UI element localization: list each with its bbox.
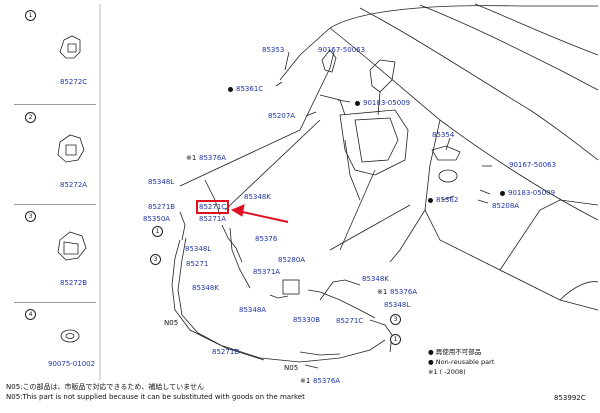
part-label[interactable]: 85348K: [362, 275, 389, 283]
legend-en: ● Non-reusable part: [428, 358, 495, 366]
part-label[interactable]: 85376A: [390, 288, 418, 296]
part-label[interactable]: 85350A: [143, 215, 171, 223]
part-label[interactable]: N05: [164, 319, 179, 327]
part-label[interactable]: 85376A: [199, 154, 227, 162]
part-label[interactable]: 85354: [432, 131, 455, 139]
part-label[interactable]: 85280A: [278, 256, 306, 264]
part-label[interactable]: 85376: [255, 235, 278, 243]
footer-note-en: N05:This part is not supplied because it…: [6, 393, 305, 401]
callout-number: 3: [390, 314, 401, 325]
part-label[interactable]: 85271C: [336, 317, 364, 325]
part-label[interactable]: 85376A: [313, 377, 341, 385]
section-divider: [14, 204, 96, 205]
section-number: 3: [25, 211, 36, 222]
footnote-mark: ※1: [186, 154, 197, 162]
section-divider: [14, 104, 96, 105]
part-label[interactable]: 85272B: [60, 279, 88, 287]
callout-number: 3: [150, 254, 161, 265]
part-label[interactable]: 90167-50063: [509, 161, 557, 169]
diagram-code: 853992C: [554, 394, 586, 402]
non-reusable-marker: [500, 190, 505, 196]
footnote-mark: ※1: [300, 377, 311, 385]
section-divider: [14, 302, 96, 303]
part-label[interactable]: 85271B: [148, 203, 176, 211]
section-number: 2: [25, 112, 36, 123]
part-label[interactable]: 85271D: [212, 348, 240, 356]
part-label[interactable]: 85330B: [293, 316, 321, 324]
non-reusable-marker: [355, 100, 360, 106]
part-label[interactable]: 85348L: [148, 178, 175, 186]
section-number: 1: [25, 10, 36, 21]
part-label[interactable]: 85353: [262, 46, 285, 54]
part-label[interactable]: 85207A: [268, 112, 296, 120]
part-label[interactable]: 90183-05009: [355, 99, 410, 107]
part-label[interactable]: 85271A: [199, 215, 227, 223]
part-label[interactable]: 85271: [186, 260, 209, 268]
non-reusable-marker: [228, 86, 233, 92]
part-label[interactable]: 90167-50063: [318, 46, 366, 54]
part-label[interactable]: 85348A: [239, 306, 267, 314]
part-label[interactable]: N05: [284, 364, 299, 372]
part-label[interactable]: 85208A: [492, 202, 520, 210]
part-label[interactable]: 85272A: [60, 181, 88, 189]
part-label[interactable]: 90075-01002: [48, 360, 96, 368]
part-label[interactable]: 90183-05009: [500, 189, 555, 197]
part-label[interactable]: 85348L: [384, 301, 411, 309]
legend-jp: ● 再使用不可部品: [428, 348, 482, 356]
part-label[interactable]: 85361C: [228, 85, 263, 93]
part-label[interactable]: 85348K: [192, 284, 219, 292]
legend-range: ※1 ( -2008): [428, 368, 466, 376]
highlighted-part-label[interactable]: 85271C: [195, 200, 230, 214]
part-label[interactable]: 85348L: [185, 245, 212, 253]
non-reusable-marker: [428, 197, 433, 203]
footer-note-jp: N05:この部品は、市販品で対応できるため、補給していません: [6, 383, 204, 391]
part-label[interactable]: 85362: [428, 196, 458, 204]
callout-number: 1: [390, 334, 401, 345]
footnote-mark: ※1: [377, 288, 388, 296]
callout-number: 1: [152, 226, 163, 237]
part-label[interactable]: 85371A: [253, 268, 281, 276]
part-label[interactable]: 85348K: [244, 193, 271, 201]
section-number: 4: [25, 309, 36, 320]
part-label[interactable]: 85272C: [60, 78, 88, 86]
